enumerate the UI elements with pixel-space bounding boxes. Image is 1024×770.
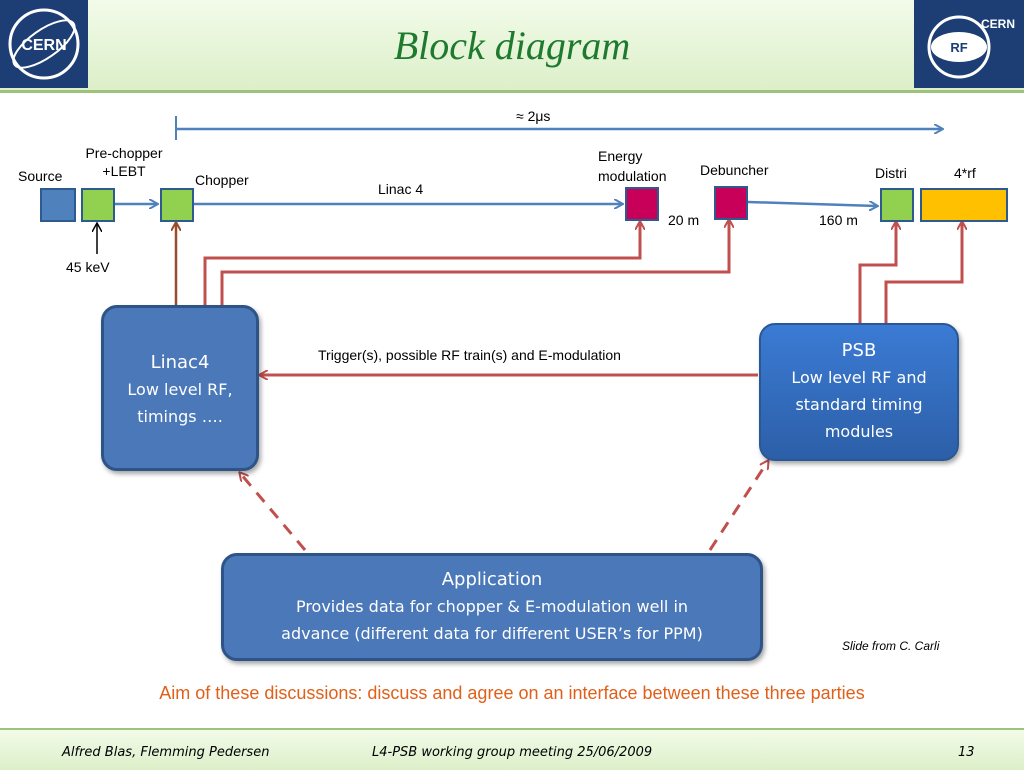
energy-label-2: modulation [598, 168, 667, 184]
svg-text:CERN: CERN [981, 17, 1015, 31]
header-bar [0, 0, 1024, 93]
linac4-box-line2: timings …. [137, 407, 223, 426]
distance-160m-label: 160 m [819, 212, 858, 228]
footer-authors: Alfred Blas, Flemming Pedersen [62, 745, 270, 760]
linac4-debuncher-control [220, 220, 729, 305]
energy-label-1: Energy [598, 148, 643, 164]
linac4-line-label: Linac 4 [378, 181, 424, 197]
psb-box: PSB Low level RF and standard timing mod… [759, 323, 959, 461]
linac4-box: Linac4 Low level RF, timings …. [101, 305, 259, 471]
duration-label: ≈ 2μs [516, 108, 551, 124]
distri-block [880, 188, 914, 222]
svg-text:RF: RF [950, 40, 967, 55]
page-title: Block diagram [393, 23, 631, 68]
cern-rf-logo: RF CERN [914, 0, 1024, 88]
energy-modulation-block [625, 187, 659, 221]
footer-meeting: L4-PSB working group meeting 25/06/2009 [372, 745, 653, 760]
linac4-box-line1: Low level RF, [127, 380, 233, 399]
psb-box-line3: modules [824, 422, 894, 441]
application-box-line1: Provides data for chopper & E-modulation… [295, 597, 689, 616]
source-block [40, 188, 76, 222]
footer-bar: Alfred Blas, Flemming Pedersen L4-PSB wo… [0, 728, 1024, 770]
debuncher-label: Debuncher [700, 162, 769, 178]
footer-page-number: 13 [958, 745, 975, 760]
debuncher-block [714, 186, 748, 220]
chopper-block [160, 188, 194, 222]
beam-arrow-debuncher-distri [747, 200, 877, 206]
slide-credit: Slide from C. Carli [842, 639, 940, 653]
linac4-box-title: Linac4 [150, 352, 210, 373]
application-box: Application Provides data for chopper & … [221, 553, 763, 661]
source-label: Source [18, 168, 63, 184]
psb-rf-control [884, 222, 962, 323]
psb-box-title: PSB [841, 340, 877, 361]
cern-logo: CERN [0, 0, 88, 88]
psb-box-line2: standard timing [795, 395, 923, 414]
app-psb-dashed-arrow [708, 461, 768, 551]
duration-arrow [175, 116, 942, 140]
prechopper-label-1: Pre-chopper [85, 145, 163, 161]
application-box-title: Application [441, 569, 543, 590]
psb-box-line1: Low level RF and [791, 368, 927, 387]
svg-text:CERN: CERN [21, 37, 66, 54]
distance-20m-label: 20 m [668, 212, 700, 228]
trigger-label: Trigger(s), possible RF train(s) and E-m… [318, 347, 621, 363]
aim-statement: Aim of these discussions: discuss and ag… [159, 683, 865, 703]
prechopper-block [81, 188, 115, 222]
chopper-label: Chopper [195, 172, 249, 188]
prechopper-label-2: +LEBT [102, 163, 146, 179]
rf4-label: 4*rf [954, 165, 976, 181]
application-box-line2: advance (different data for different US… [281, 624, 703, 643]
app-linac4-dashed-arrow [240, 473, 307, 551]
distri-label: Distri [875, 165, 907, 181]
kev-label: 45 keV [66, 259, 110, 275]
rf4-block [920, 188, 1008, 222]
linac4-energy-control [203, 222, 640, 305]
psb-distri-control [858, 222, 896, 323]
